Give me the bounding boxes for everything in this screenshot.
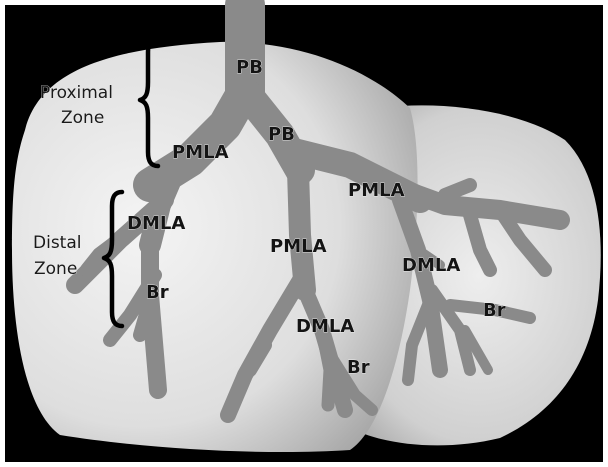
label-dmla-left: DMLA bbox=[127, 213, 185, 234]
label-pmla-right: PMLA bbox=[348, 180, 405, 201]
label-br-right: Br bbox=[483, 300, 506, 321]
proximal-zone-label-line2: Zone bbox=[61, 108, 104, 128]
label-dmla-right: DMLA bbox=[402, 255, 460, 276]
label-dmla-center: DMLA bbox=[296, 316, 354, 337]
label-br-left: Br bbox=[146, 282, 169, 303]
proximal-zone-label-line1: Proximal bbox=[40, 83, 113, 103]
label-br-center: Br bbox=[347, 357, 370, 378]
label-pmla-left: PMLA bbox=[172, 142, 229, 163]
center-pmla-branch bbox=[298, 170, 305, 290]
label-pb-top: PB bbox=[236, 57, 263, 78]
distal-zone-label-line1: Distal bbox=[33, 233, 81, 253]
label-pmla-center: PMLA bbox=[270, 236, 327, 257]
label-pb-mid: PB bbox=[268, 124, 295, 145]
distal-zone-label-line2: Zone bbox=[34, 259, 77, 279]
